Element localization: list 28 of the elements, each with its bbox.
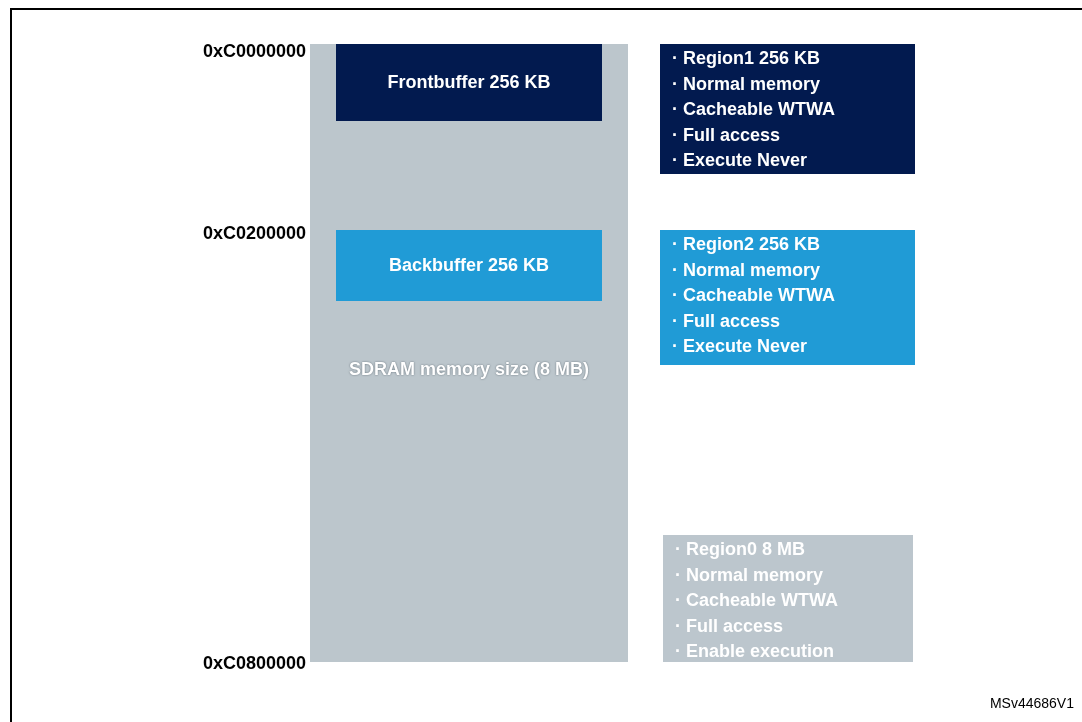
region-attribute: · Cacheable WTWA bbox=[672, 98, 837, 121]
region-attribute: · Region2 256 KB bbox=[672, 233, 822, 256]
region-attribute: · Cacheable WTWA bbox=[675, 589, 840, 612]
region-box bbox=[663, 535, 913, 662]
region-attribute: · Region0 8 MB bbox=[675, 538, 806, 561]
region-attribute: · Full access bbox=[672, 309, 782, 333]
region-attribute: · Full access bbox=[675, 614, 785, 638]
memory-label: SDRAM memory size (8 MB) bbox=[347, 358, 590, 381]
address-label: 0xC0200000 bbox=[201, 222, 306, 245]
region-attribute: · Region1 256 KB bbox=[672, 47, 822, 70]
region-attribute: · Enable execution bbox=[675, 640, 836, 663]
buffer-box bbox=[336, 44, 602, 121]
buffer-label: Backbuffer 256 KB bbox=[388, 254, 550, 277]
region-attribute: · Execute Never bbox=[672, 149, 809, 172]
region-attribute: · Cacheable WTWA bbox=[672, 284, 837, 307]
region-attribute: · Normal memory bbox=[675, 563, 825, 587]
region-box bbox=[660, 44, 915, 174]
region-attribute: · Execute Never bbox=[672, 335, 809, 358]
buffer-label: Frontbuffer 256 KB bbox=[387, 71, 551, 94]
address-label: 0xC0800000 bbox=[201, 652, 306, 675]
region-attribute: · Normal memory bbox=[672, 258, 822, 282]
region-attribute: · Normal memory bbox=[672, 72, 822, 96]
region-box bbox=[660, 230, 915, 365]
region-attribute: · Full access bbox=[672, 123, 782, 147]
buffer-box bbox=[336, 230, 602, 301]
figure-id: MSv44686V1 bbox=[989, 694, 1074, 713]
address-label: 0xC0000000 bbox=[201, 40, 306, 63]
memory-block bbox=[310, 44, 628, 662]
